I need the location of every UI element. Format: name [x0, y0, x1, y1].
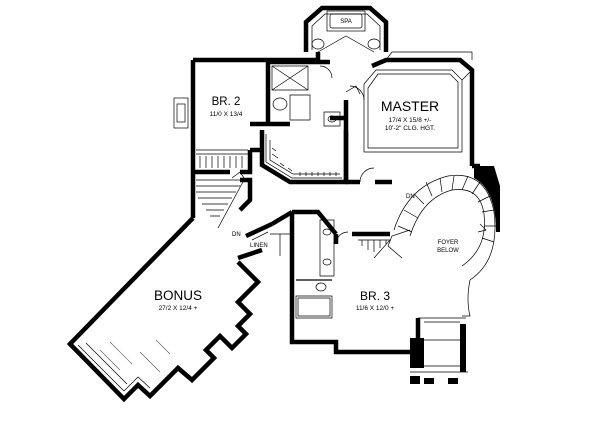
spa-bay: [303, 5, 389, 53]
br2-walls: [173, 52, 321, 175]
hall-walls: [250, 85, 361, 226]
master-name: MASTER: [381, 98, 439, 114]
foyer-line2: BELOW: [437, 248, 459, 254]
linen-label: LINEN: [250, 243, 268, 249]
br3-name: BR. 3: [360, 289, 390, 303]
entry-bay: [410, 324, 468, 384]
br2-name: BR. 2: [212, 96, 241, 108]
stair-left: [190, 171, 253, 229]
master-walls: [343, 51, 475, 185]
master-ceiling: 10'-2" CLG. HGT.: [385, 125, 435, 132]
spa-label: SPA: [340, 19, 352, 25]
foyer-line1: FOYER: [438, 240, 459, 246]
stair-left-dn: DN: [232, 232, 241, 238]
master-dims: 17/4 X 15/8 +/-: [389, 117, 432, 124]
shared-bath: [268, 59, 333, 127]
stair-right-dn: DN: [406, 194, 415, 200]
linen-closet: [237, 221, 273, 261]
bonus-dims: 27/2 X 12/4 +: [159, 305, 198, 312]
br2-dims: 11/0 X 13/4: [210, 111, 243, 118]
bonus-name: BONUS: [154, 288, 202, 303]
foyer-stair: [387, 163, 500, 323]
bonus-walls: [66, 216, 262, 403]
br3-bath: [270, 209, 338, 345]
br3-dims: 11/6 X 12/0 +: [356, 305, 395, 312]
